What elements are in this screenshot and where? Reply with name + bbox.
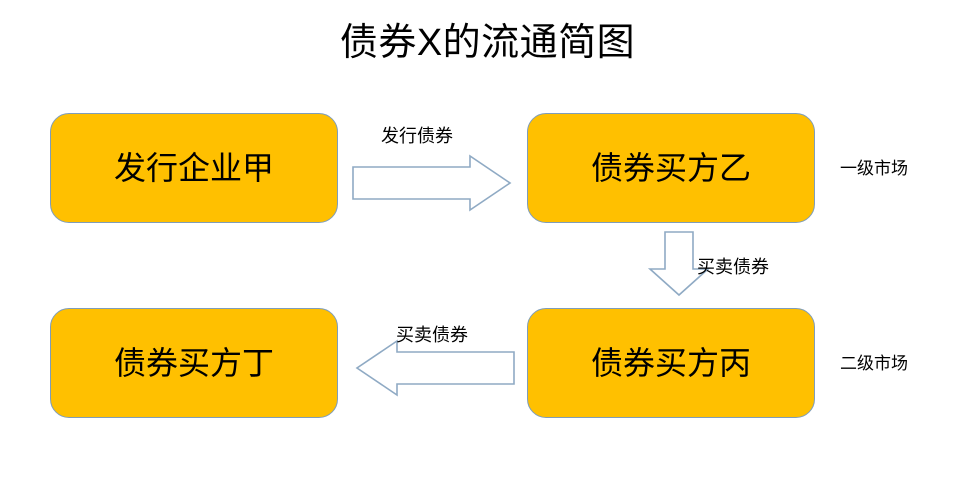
annotation-secondary-market: 二级市场	[840, 354, 908, 373]
node-bond-buyer-b-label: 债券买方乙	[590, 150, 751, 186]
block-arrow-down-icon	[647, 231, 711, 297]
node-issuer-label: 发行企业甲	[113, 150, 274, 186]
node-bond-buyer-b[interactable]: 债券买方乙	[527, 113, 815, 223]
node-bond-buyer-d-label: 债券买方丁	[113, 345, 274, 381]
arrow-down-trade-bond	[647, 231, 711, 297]
node-bond-buyer-c-label: 债券买方丙	[590, 345, 751, 381]
block-arrow-left-icon	[355, 339, 515, 397]
annotation-primary-market: 一级市场	[840, 159, 908, 178]
arrow-left-trade-bond	[355, 339, 515, 397]
diagram-title: 债券X的流通简图	[339, 22, 636, 64]
arrow-right-issue-bond	[352, 154, 512, 212]
edge-label-issue-bond: 发行债券	[381, 126, 453, 146]
edge-label-trade-bond-horizontal: 买卖债券	[396, 325, 468, 345]
node-bond-buyer-c[interactable]: 债券买方丙	[527, 308, 815, 418]
edge-label-trade-bond-vertical: 买卖债券	[697, 257, 769, 277]
node-bond-buyer-d[interactable]: 债券买方丁	[50, 308, 338, 418]
block-arrow-right-icon	[352, 154, 512, 212]
node-issuer[interactable]: 发行企业甲	[50, 113, 338, 223]
